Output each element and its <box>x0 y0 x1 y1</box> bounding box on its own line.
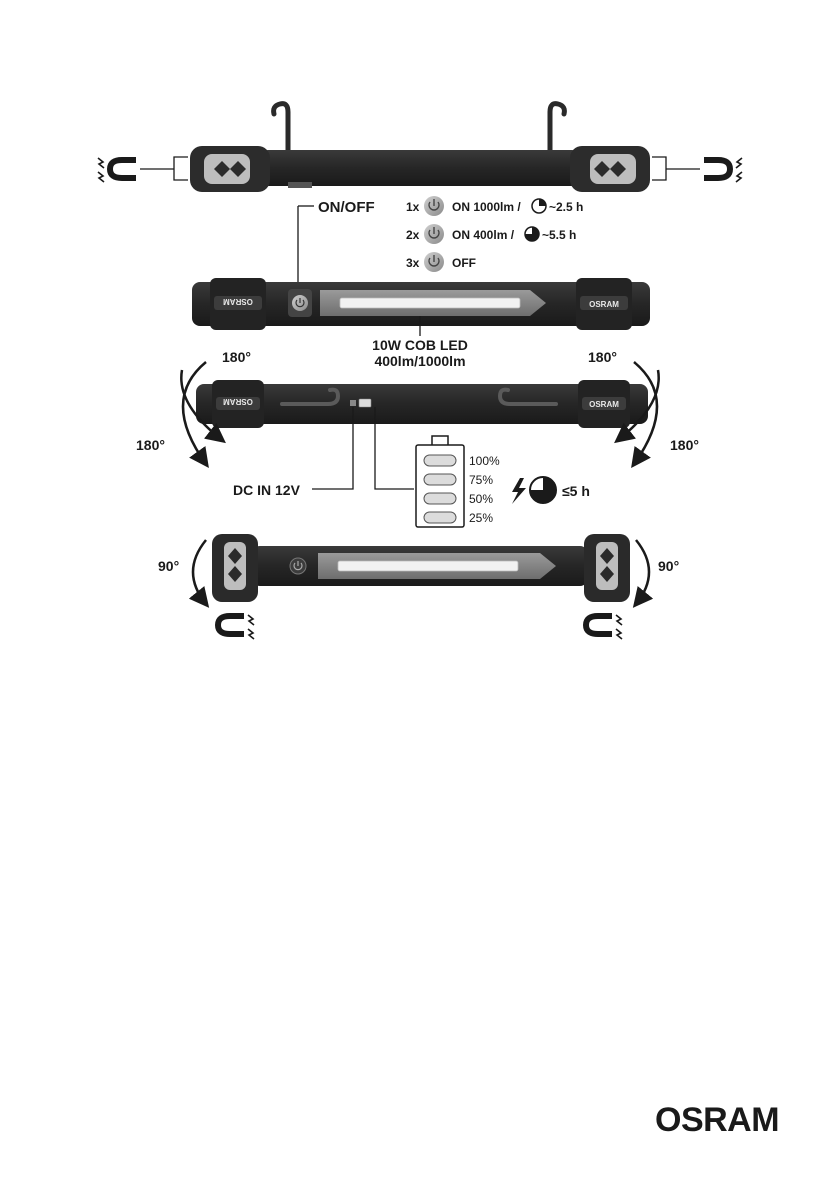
top-view <box>98 104 742 192</box>
product-brand-label-back-left: OSRAM <box>223 397 253 406</box>
battery-level-25: 25% <box>469 511 493 525</box>
led-label-line2: 400lm/1000lm <box>374 353 465 369</box>
rotated-view: 90° 90° <box>158 534 679 639</box>
runtime-clock-icon <box>532 199 546 213</box>
mode-2-runtime: ~5.5 h <box>542 228 576 242</box>
rotation-90-left: 90° <box>158 558 179 574</box>
runtime-clock-icon <box>525 227 539 241</box>
product-brand-label-left: OSRAM <box>223 297 253 306</box>
mode-1-press: 1x <box>406 200 420 214</box>
led-label-line1: 10W COB LED <box>372 337 468 353</box>
charge-time-label: ≤5 h <box>562 483 590 499</box>
hook-left <box>274 104 288 152</box>
rotation-180-top-right: 180° <box>588 349 617 365</box>
rotation-180-top-left: 180° <box>222 349 251 365</box>
battery-indicator <box>359 399 371 407</box>
product-brand-label-back-right: OSRAM <box>589 400 619 409</box>
hook-right <box>550 104 564 152</box>
battery-level-100: 100% <box>469 454 500 468</box>
osram-logo: OSRAM <box>655 1098 783 1142</box>
rotate-90-arrow-icon-left <box>193 540 206 604</box>
magnet-icon-top-right <box>704 158 742 182</box>
product-brand-label-right: OSRAM <box>589 300 619 309</box>
rotation-90-right: 90° <box>658 558 679 574</box>
mode-2-text: ON 400lm / <box>452 228 515 242</box>
mode-3-press: 3x <box>406 256 420 270</box>
mode-3-text: OFF <box>452 256 476 270</box>
top-view-bar <box>262 150 578 186</box>
mode-2-press: 2x <box>406 228 420 242</box>
front-view: OSRAM OSRAM 10W COB LED 400lm/1000lm <box>192 278 650 369</box>
mode-1-runtime: ~2.5 h <box>549 200 583 214</box>
battery-icon <box>416 436 464 527</box>
mode-row-1: 1x ON 1000lm / ~2.5 h <box>406 196 583 216</box>
magnet-icon-bottom-left <box>218 615 254 639</box>
charge-clock-icon <box>530 477 556 503</box>
rotation-180-bottom-right: 180° <box>670 437 699 453</box>
dc-in-port <box>350 400 356 406</box>
battery-level-50: 50% <box>469 492 493 506</box>
battery-level-75: 75% <box>469 473 493 487</box>
magnet-icon-bottom-right <box>586 615 622 639</box>
magnet-icon-top-left <box>98 158 136 182</box>
mode-1-text: ON 1000lm / <box>452 200 521 214</box>
mode-row-2: 2x ON 400lm / ~5.5 h <box>406 224 576 244</box>
lightning-icon <box>512 478 526 504</box>
charging-info: DC IN 12V 100% 75% 50% 25% ≤5 h <box>233 407 590 527</box>
mode-row-3: 3x OFF <box>406 252 476 272</box>
rotation-180-bottom-left: 180° <box>136 437 165 453</box>
onoff-title: ON/OFF <box>318 199 375 216</box>
dc-in-label: DC IN 12V <box>233 482 301 498</box>
rotate-90-arrow-icon-right <box>636 540 649 604</box>
